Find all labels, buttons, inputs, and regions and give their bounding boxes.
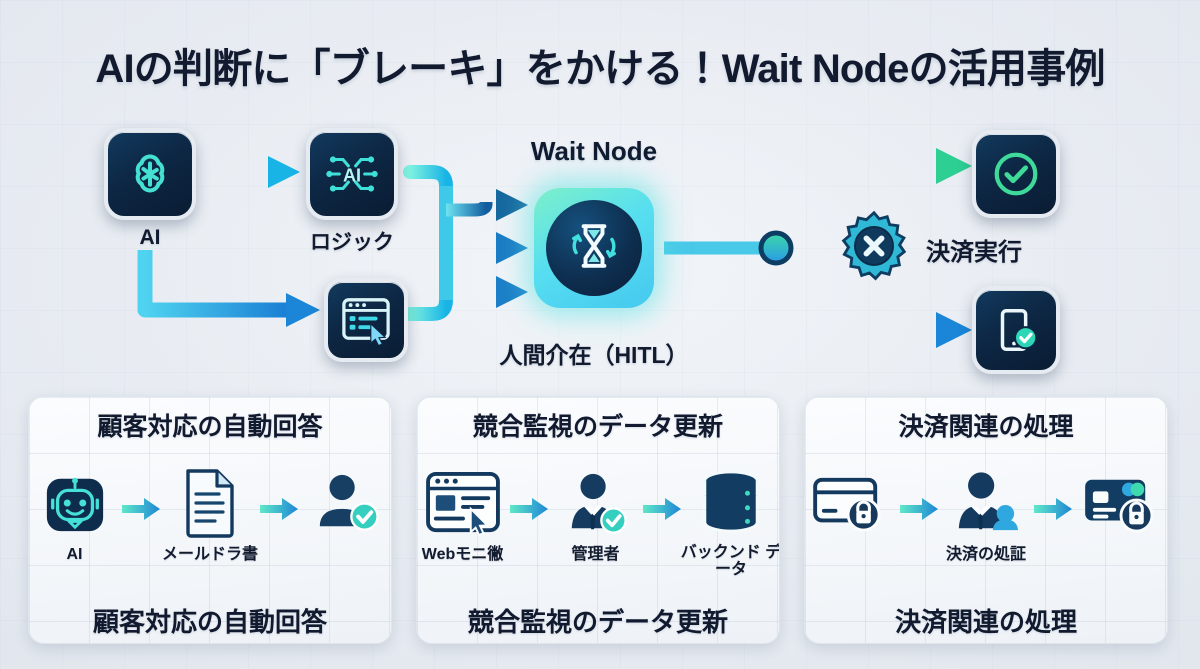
openai-logo-icon [122, 146, 178, 202]
browser-cursor-icon [339, 295, 393, 345]
node-tile-browser[interactable] [324, 278, 408, 362]
card-step-label: バックンド データ [680, 544, 780, 579]
arrows-into-wait-node [446, 189, 528, 308]
card-step-label: 管理者 [571, 546, 620, 563]
card-step[interactable] [300, 461, 391, 579]
card-step[interactable]: バックンド データ [681, 461, 779, 579]
card-step-label: AI [66, 546, 83, 563]
ai-chip-icon: AI [323, 146, 381, 202]
card-footer: 決済関連の処理 [894, 607, 1077, 637]
card-arrow-icon [641, 467, 683, 551]
credit-card-lock-icon [811, 461, 891, 545]
card-arrow-icon [1032, 467, 1074, 551]
wait-node[interactable] [528, 182, 660, 314]
card-arrow-icon [508, 467, 550, 551]
card-arrow-icon [258, 467, 300, 551]
arrow-branch-approve [776, 148, 972, 184]
card-lock-icon [1081, 461, 1161, 545]
manager-user-icon [949, 461, 1023, 545]
card-step[interactable]: メールドラ書 [162, 461, 258, 579]
arrow-ai-to-browser [137, 250, 320, 327]
decision-gear[interactable] [836, 208, 912, 289]
arrow-branch-mobile [776, 312, 972, 348]
card-flow-row: AI [29, 461, 391, 579]
node-tile-logic[interactable]: AI [306, 128, 398, 220]
card-footer: 顧客対応の自動回答 [92, 607, 327, 637]
wait-node-subtitle: 人間介在（HITL） [499, 342, 689, 368]
card-step[interactable] [805, 461, 897, 579]
gear-x-icon [836, 210, 912, 288]
card-step-label: 決済の処証 [945, 546, 1026, 563]
card-title: 競合監視のデータ更新 [472, 413, 723, 441]
person-check-icon [312, 461, 380, 545]
check-circle-icon [989, 147, 1043, 201]
card-arrow-icon [897, 467, 939, 551]
node-label-logic: ロジック [310, 231, 394, 254]
branch-split [758, 172, 794, 324]
page-title: AIの判断に「ブレーキ」をかける！Wait Nodeの活用事例 [95, 47, 1105, 91]
arrow-ai-to-logic [196, 156, 300, 188]
card-step-label: Webモニ徶 [421, 546, 504, 563]
node-tile-mobile[interactable] [972, 286, 1060, 374]
card-step[interactable]: Webモニ徶 [417, 461, 508, 579]
use-case-card-2[interactable]: 競合監視のデータ更新 Webモニ徶 [416, 396, 780, 644]
node-label-ai: AI [139, 226, 161, 249]
node-tile-ai[interactable] [104, 128, 196, 220]
mobile-check-icon [989, 303, 1043, 357]
card-arrow-icon [120, 467, 162, 551]
wait-node-disc [546, 200, 642, 296]
browser-cursor-icon [424, 461, 502, 545]
card-step[interactable]: 管理者 [550, 461, 641, 579]
node-tile-approve[interactable] [972, 130, 1060, 218]
card-step[interactable]: AI [29, 461, 120, 579]
card-title: 決済関連の処理 [898, 413, 1074, 441]
hourglass-refresh-icon [561, 213, 627, 284]
card-footer: 競合監視のデータ更新 [467, 607, 728, 637]
card-flow-row: Webモニ徶 管理者 [417, 461, 779, 579]
manager-check-icon [560, 461, 632, 545]
database-icon [699, 461, 763, 543]
card-flow-row: 決済の処証 [805, 461, 1167, 579]
wait-node-title: Wait Node [530, 136, 658, 166]
use-case-card-1[interactable]: 顧客対応の自動回答 AI [28, 396, 392, 644]
svg-text:AI: AI [343, 165, 361, 185]
use-case-card-3[interactable]: 決済関連の処理 [804, 396, 1168, 644]
card-step-label: メールドラ書 [162, 546, 259, 563]
robot-face-icon [43, 461, 107, 545]
document-icon [181, 461, 239, 545]
card-title: 顧客対応の自動回答 [97, 413, 323, 441]
card-step[interactable]: 決済の処証 [940, 461, 1032, 579]
decision-label: 決済実行 [926, 239, 1022, 266]
card-step[interactable] [1075, 461, 1167, 579]
